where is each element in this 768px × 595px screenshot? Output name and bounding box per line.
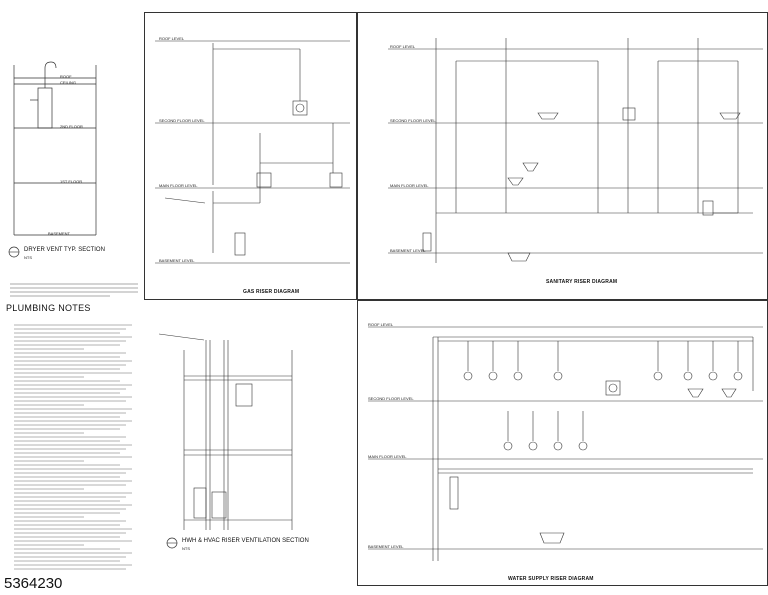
fixture-valve xyxy=(513,371,523,381)
plumbing-notes-block: PLUMBING NOTES xyxy=(0,280,144,580)
water-level-second: SECOND FLOOR LEVEL xyxy=(368,396,414,401)
gas-riser-drawing xyxy=(155,40,350,264)
fixture-valve xyxy=(578,441,588,451)
water-supply-riser-panel: ROOF LEVEL SECOND FLOOR LEVEL MAIN FLOOR… xyxy=(357,300,768,586)
gas-level-basement: BASEMENT LEVEL xyxy=(159,258,195,263)
plumbing-notes-title: PLUMBING NOTES xyxy=(6,303,91,313)
fixture-valve xyxy=(708,371,718,381)
sanitary-level-roof: ROOF LEVEL xyxy=(390,44,416,49)
sanitary-riser-caption: SANITARY RISER DIAGRAM xyxy=(546,279,618,285)
water-level-roof: ROOF LEVEL xyxy=(368,322,394,327)
water-supply-riser-caption: WATER SUPPLY RISER DIAGRAM xyxy=(508,576,594,582)
dryer-vent-section: ROOF CEILING 2ND FLOOR 1ST FLOOR BASEMEN… xyxy=(0,0,140,290)
dryer-level-ceiling: CEILING xyxy=(60,80,77,85)
sanitary-level-second: SECOND FLOOR LEVEL xyxy=(390,118,436,123)
sanitary-level-basement: BASEMENT LEVEL xyxy=(390,248,426,253)
gas-level-second: SECOND FLOOR LEVEL xyxy=(159,118,205,123)
sanitary-riser-drawing xyxy=(388,38,763,263)
dryer-level-roof: ROOF xyxy=(60,74,72,79)
gas-level-roof: ROOF LEVEL xyxy=(159,36,185,41)
water-level-main: MAIN FLOOR LEVEL xyxy=(368,454,407,459)
fixture-valve xyxy=(683,371,693,381)
fixture-valve xyxy=(503,441,513,451)
hvac-section: HWH & HVAC RISER VENTILATION SECTION NTS xyxy=(144,300,357,580)
dryer-vent-drawing xyxy=(13,61,97,236)
dryer-section-title: DRYER VENT TYP. SECTION xyxy=(24,247,105,253)
fixture-valve xyxy=(733,371,743,381)
fixture-valve xyxy=(653,371,663,381)
hvac-section-title: HWH & HVAC RISER VENTILATION SECTION xyxy=(182,538,309,544)
plumbing-notes-text xyxy=(14,324,132,570)
fixture-valve xyxy=(488,371,498,381)
dryer-level-basement: BASEMENT xyxy=(48,231,71,236)
sanitary-riser-panel: ROOF LEVEL SECOND FLOOR LEVEL MAIN FLOOR… xyxy=(357,12,768,300)
hvac-section-scale: NTS xyxy=(182,546,190,551)
dryer-level-1st: 1ST FLOOR xyxy=(60,179,83,184)
gas-riser-panel: ROOF LEVEL SECOND FLOOR LEVEL MAIN FLOOR… xyxy=(144,12,357,300)
fixture-valve xyxy=(528,441,538,451)
gas-riser-caption: GAS RISER DIAGRAM xyxy=(243,289,300,295)
water-level-basement: BASEMENT LEVEL xyxy=(368,544,404,549)
fixture-valve xyxy=(553,441,563,451)
hvac-section-drawing xyxy=(158,333,293,549)
mls-number: 5364230 xyxy=(4,575,63,592)
fixture-valve xyxy=(553,371,563,381)
dryer-section-marker xyxy=(8,246,20,258)
water-supply-riser-drawing xyxy=(368,326,763,561)
dryer-section-scale: NTS xyxy=(24,255,32,260)
gas-level-main: MAIN FLOOR LEVEL xyxy=(159,183,198,188)
fixture-valve xyxy=(463,371,473,381)
notes-header-text-lines xyxy=(10,283,138,297)
sanitary-level-main: MAIN FLOOR LEVEL xyxy=(390,183,429,188)
dryer-level-2nd: 2ND FLOOR xyxy=(60,124,83,129)
